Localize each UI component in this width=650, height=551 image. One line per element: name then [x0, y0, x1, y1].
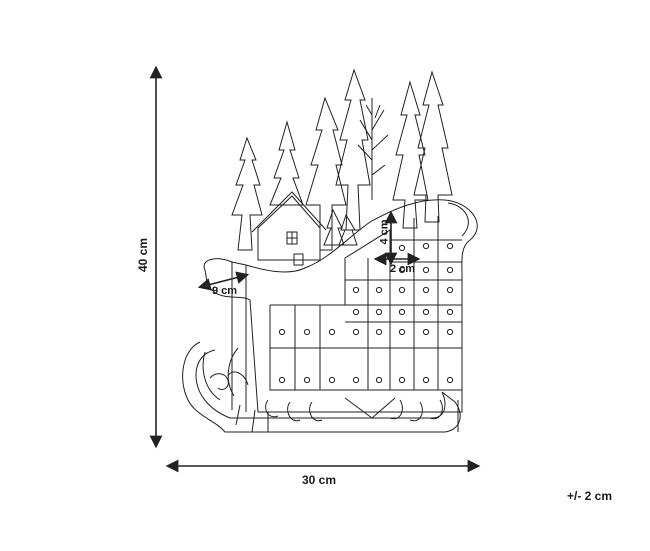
- drawer-height-label: 4 cm: [378, 219, 391, 245]
- depth-dimension-line: [197, 271, 250, 291]
- drawer-grid: [269, 216, 462, 391]
- drawer-width-label: 2 cm: [390, 263, 416, 275]
- tree-icon: [231, 68, 453, 251]
- tolerance-label: +/- 2 cm: [567, 489, 613, 503]
- width-label: 30 cm: [302, 473, 337, 487]
- height-label: 40 cm: [136, 237, 151, 273]
- house-icon: [251, 191, 327, 266]
- depth-label: 9 cm: [212, 285, 238, 297]
- sleigh-advent-calendar-drawing: [182, 68, 478, 433]
